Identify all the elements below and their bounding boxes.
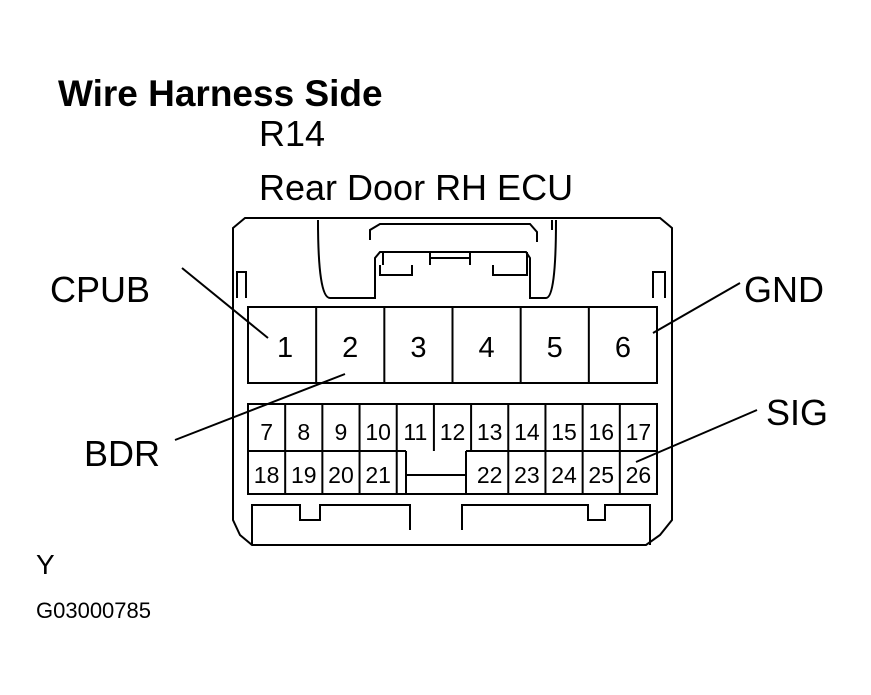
lower-block-frame: [247, 403, 658, 495]
pin-label: 15: [551, 419, 577, 445]
connector-code: R14: [259, 113, 326, 154]
pin-label: 9: [335, 419, 348, 445]
diagram-title: Wire Harness Side: [58, 73, 383, 114]
pin-label: 12: [440, 419, 466, 445]
pin-label: 6: [615, 332, 631, 364]
pin-label: 19: [291, 462, 317, 488]
pin-label: 21: [365, 462, 391, 488]
pin-label: 14: [514, 419, 540, 445]
lower-block-center-gap: [405, 451, 467, 494]
upper-row-dividers: [315, 307, 590, 383]
callout-sig: SIG: [766, 392, 829, 433]
callout-gnd: GND: [744, 269, 824, 310]
connector-name: Rear Door RH ECU: [259, 167, 574, 208]
pin-label: 23: [514, 462, 540, 488]
pin-label: 4: [479, 332, 495, 364]
lower-row-dividers: [284, 404, 621, 494]
pin-label: 22: [477, 462, 503, 488]
housing-bottom-feet: [251, 504, 651, 545]
pin-label: 7: [260, 419, 273, 445]
leader-cpub: [181, 267, 269, 339]
pin-label: 16: [588, 419, 614, 445]
pin-label: 11: [403, 419, 427, 445]
pin-label: 25: [588, 462, 614, 488]
pin-label: 26: [626, 462, 652, 488]
leader-gnd: [652, 282, 741, 334]
pin-label: 13: [477, 419, 503, 445]
wire-color-label: Y: [36, 549, 55, 580]
pin-label: 8: [297, 419, 310, 445]
figure-code: G03000785: [36, 598, 151, 623]
pin-label: 1: [277, 332, 293, 364]
pin-label: 5: [547, 332, 563, 364]
pin-label: 10: [365, 419, 391, 445]
pin-label: 17: [626, 419, 652, 445]
pin-label: 2: [342, 332, 358, 364]
leader-sig: [635, 409, 758, 463]
lock-tab: [369, 223, 538, 276]
housing-top-recess: [317, 219, 557, 299]
callout-bdr: BDR: [84, 433, 161, 474]
callout-cpub: CPUB: [50, 269, 151, 310]
connector-housing: [232, 217, 673, 546]
leader-bdr: [174, 373, 346, 441]
pin-label: 3: [410, 332, 426, 364]
pin-label: 18: [254, 462, 280, 488]
pin-label: 24: [551, 462, 577, 488]
pin-label: 20: [328, 462, 354, 488]
